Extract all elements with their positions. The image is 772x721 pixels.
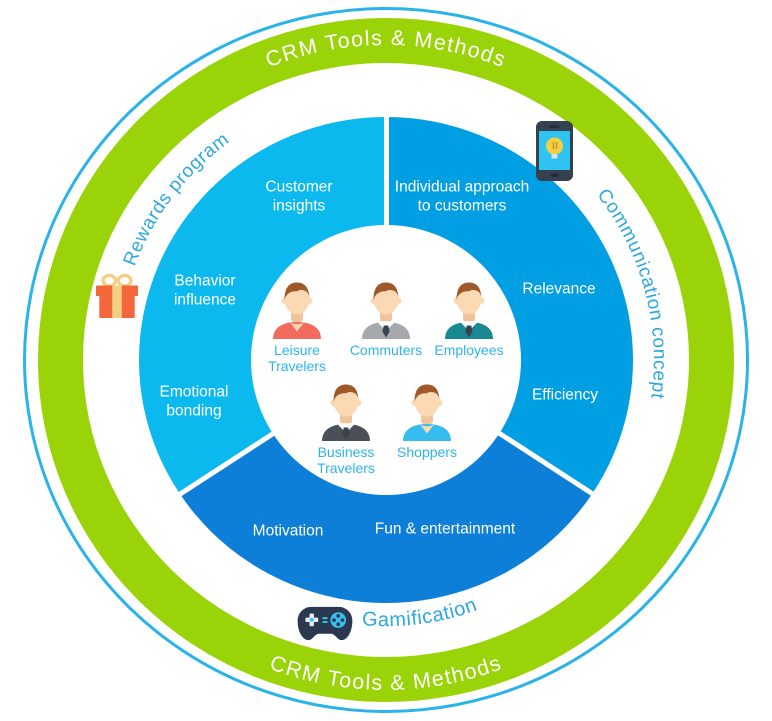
label-fun-entertainment: Fun & entertainment	[374, 520, 516, 538]
person-label: Commuters	[349, 342, 423, 358]
person-label: Business Travelers	[317, 444, 375, 477]
label-emotional-bonding: Emotional bonding	[159, 383, 229, 420]
person-label: Leisure Travelers	[268, 342, 326, 375]
person-avatar	[251, 279, 343, 339]
person-employees: Employees	[423, 279, 515, 358]
label-behavior-influence: Behavior influence	[173, 272, 237, 309]
person-leisure-travelers: Leisure Travelers	[251, 279, 343, 374]
person-avatar	[423, 279, 515, 339]
person-shoppers: Shoppers	[381, 381, 473, 460]
smartphone-idea-icon	[536, 121, 573, 181]
label-relevance: Relevance	[522, 280, 596, 298]
label-individual-approach: Individual approach to customers	[394, 178, 530, 215]
person-label: Employees	[434, 342, 504, 358]
center-circle	[251, 225, 521, 495]
outer-circle-outline	[23, 7, 749, 713]
person-avatar	[300, 381, 392, 441]
person-avatar	[340, 279, 432, 339]
gamepad-icon	[297, 601, 353, 646]
person-business-travelers: Business Travelers	[300, 381, 392, 476]
label-customer-insights: Customer insights	[265, 178, 333, 215]
gift-icon	[95, 272, 139, 320]
person-label: Shoppers	[397, 444, 457, 460]
person-commuters: Commuters	[340, 279, 432, 358]
label-efficiency: Efficiency	[531, 386, 599, 404]
label-motivation: Motivation	[252, 522, 324, 540]
person-avatar	[381, 381, 473, 441]
